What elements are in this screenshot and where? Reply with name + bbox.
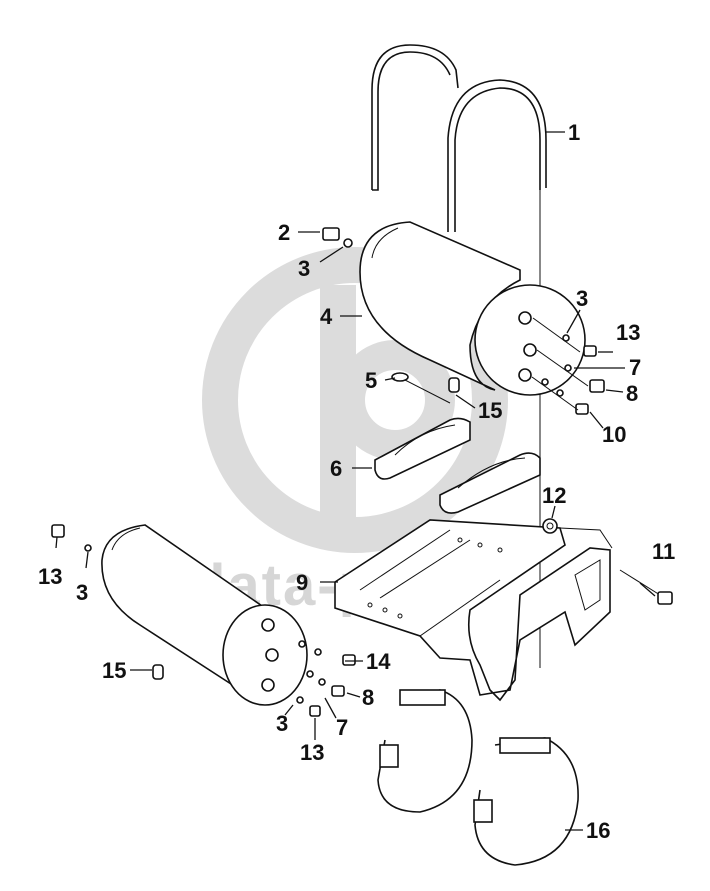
callout-3d: 3 — [276, 711, 288, 736]
callout-13c: 13 — [300, 740, 324, 765]
lower-tank-left-fittings — [51, 524, 164, 680]
tank-clamp-right — [473, 737, 579, 866]
callout-2: 2 — [278, 220, 290, 245]
callout-15a: 15 — [478, 398, 502, 423]
callout-11: 11 — [652, 539, 675, 564]
callout-7a: 7 — [629, 355, 641, 380]
callout-3c: 3 — [76, 580, 88, 605]
callout-13a: 13 — [616, 320, 640, 345]
callout-6: 6 — [330, 456, 342, 481]
callout-4: 4 — [320, 304, 333, 329]
upper-air-tank — [359, 221, 586, 396]
tank-saddle-rear — [439, 452, 541, 514]
callout-1: 1 — [568, 120, 580, 145]
callout-3a: 3 — [298, 256, 310, 281]
callout-10: 10 — [602, 422, 626, 447]
callout-9: 9 — [296, 570, 308, 595]
callout-15b: 15 — [102, 658, 126, 683]
washer-and-bolt — [542, 518, 673, 605]
callout-16: 16 — [586, 818, 610, 843]
tank-saddle-front — [374, 417, 471, 480]
callout-labels: 1 2 3 4 3 13 7 8 5 15 10 6 12 11 9 13 3 … — [38, 120, 675, 843]
lower-air-tank — [101, 524, 308, 706]
mounting-frame — [334, 519, 613, 702]
upper-drain-parts — [391, 372, 460, 404]
callout-12: 12 — [542, 483, 566, 508]
tank-clamp-left — [377, 689, 473, 813]
drain-valve-top — [322, 227, 353, 248]
callout-14: 14 — [366, 649, 391, 674]
callout-3b: 3 — [576, 286, 588, 311]
callout-8b: 8 — [362, 685, 374, 710]
leader-lines — [55, 131, 656, 831]
callout-5: 5 — [365, 368, 377, 393]
callout-13b: 13 — [38, 564, 62, 589]
lower-tank-right-fittings — [296, 640, 356, 717]
upper-tank-fittings — [531, 317, 605, 415]
callout-8a: 8 — [626, 381, 638, 406]
callout-7b: 7 — [336, 715, 348, 740]
